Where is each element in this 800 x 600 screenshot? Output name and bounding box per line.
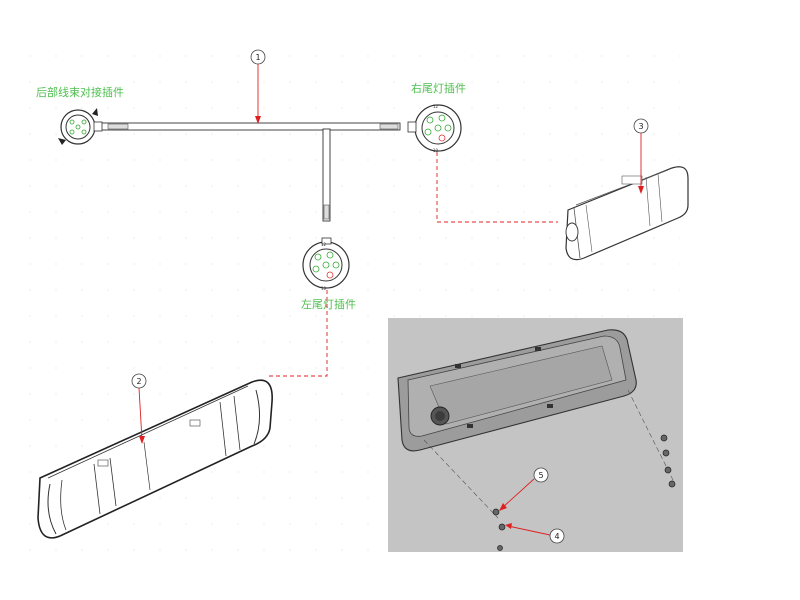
callout-5-number: 5 bbox=[538, 471, 543, 480]
right-connector-pin-label-top: 12 bbox=[433, 104, 439, 109]
washer bbox=[668, 480, 676, 488]
screw bbox=[660, 434, 668, 442]
callout-2: 2 bbox=[131, 373, 147, 444]
screw bbox=[492, 508, 500, 516]
callout-1: 1 bbox=[250, 49, 266, 124]
rear-harness-connector bbox=[58, 108, 103, 145]
lamp-back-photo bbox=[388, 318, 683, 552]
right-connector-pin-label-bottom: 10 bbox=[433, 148, 439, 153]
left-tail-connector: 12 10 bbox=[302, 237, 350, 291]
washer bbox=[662, 449, 670, 457]
callout-3: 3 bbox=[633, 118, 649, 194]
callout-5: 5 bbox=[499, 467, 549, 511]
left-lamp-dashed-link bbox=[268, 290, 328, 377]
right-lamp-dashed-link bbox=[436, 152, 558, 223]
callout-2-number: 2 bbox=[136, 377, 141, 386]
screw bbox=[664, 466, 672, 474]
screw bbox=[497, 545, 503, 551]
callout-3-number: 3 bbox=[638, 122, 643, 131]
right-tail-lamp bbox=[565, 166, 689, 261]
harness bbox=[99, 122, 401, 222]
callout-4: 4 bbox=[505, 523, 565, 544]
left-tail-connector-label: 左尾灯插件 bbox=[301, 297, 356, 311]
right-tail-connector: 12 10 bbox=[407, 104, 462, 153]
washer bbox=[498, 523, 506, 531]
right-tail-connector-label: 右尾灯插件 bbox=[411, 81, 466, 95]
left-connector-pin-label-top: 12 bbox=[321, 242, 327, 247]
callout-4-number: 4 bbox=[554, 532, 559, 541]
left-tail-lamp bbox=[37, 379, 273, 539]
callout-1-number: 1 bbox=[255, 53, 260, 62]
left-connector-pin-label-bottom: 10 bbox=[321, 286, 327, 291]
rear-connector-label: 后部线束对接插件 bbox=[36, 85, 124, 99]
